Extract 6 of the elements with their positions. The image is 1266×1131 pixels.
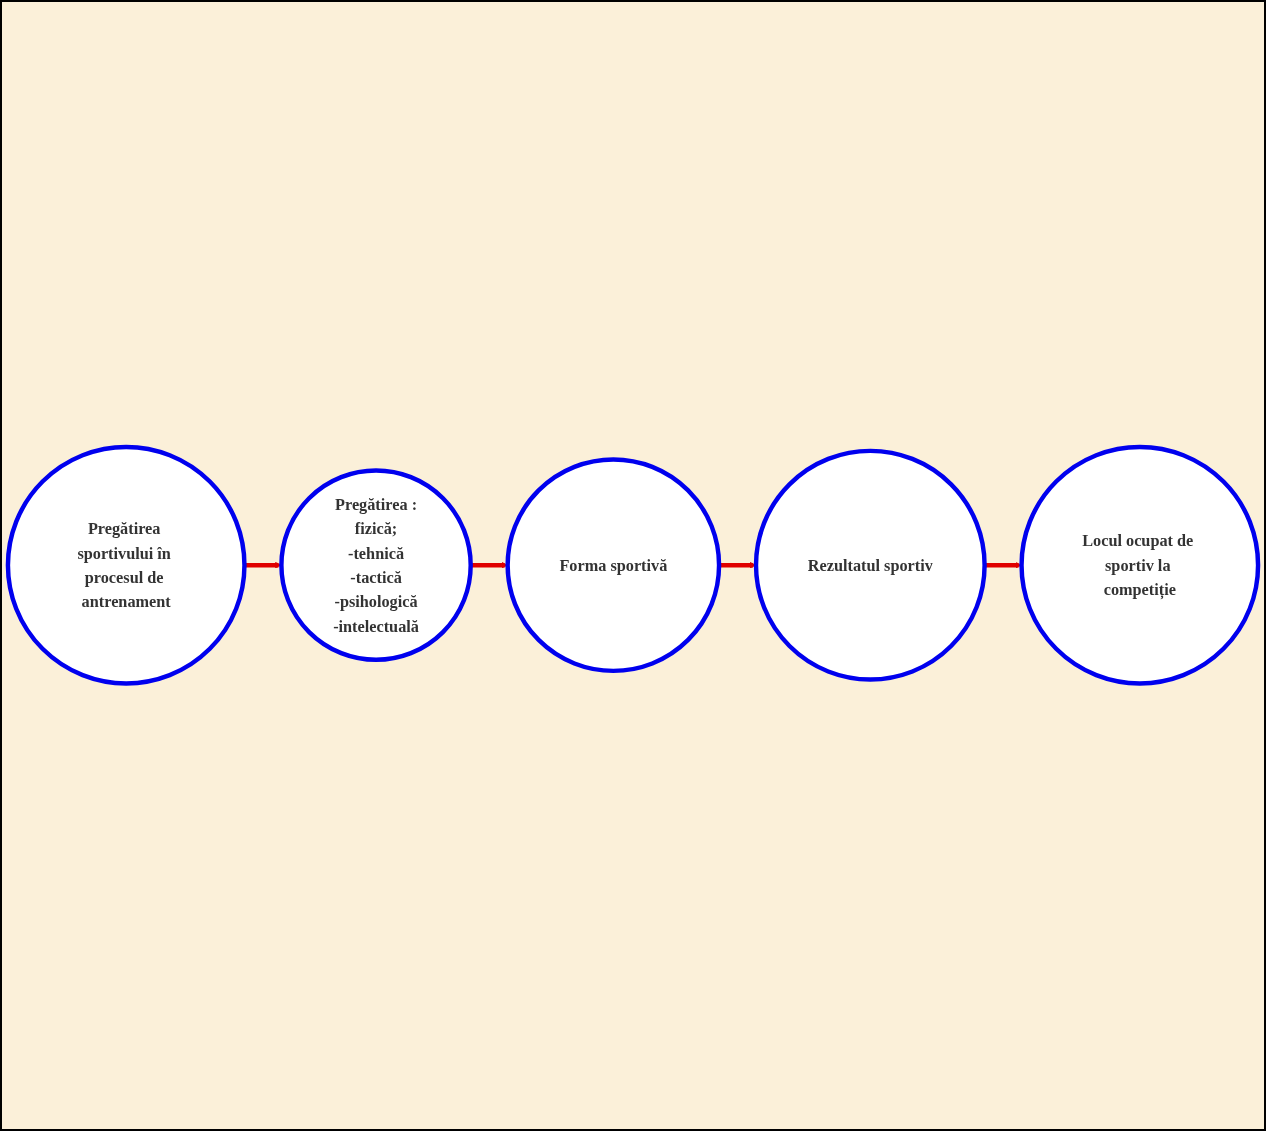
node-circle: Pregătirea : fizică; -tehnică -tactică -psihologică -intelectuală bbox=[279, 468, 473, 663]
node-circle: Pregătirea sportivului în procesul de antrenament bbox=[5, 445, 247, 686]
arrow bbox=[719, 562, 757, 569]
node-circle: Rezultatul sportiv bbox=[753, 449, 987, 682]
node-circle: Forma sportivă bbox=[505, 457, 722, 674]
node-circle: Locul ocupat de sportiv la competiție bbox=[1019, 445, 1261, 686]
